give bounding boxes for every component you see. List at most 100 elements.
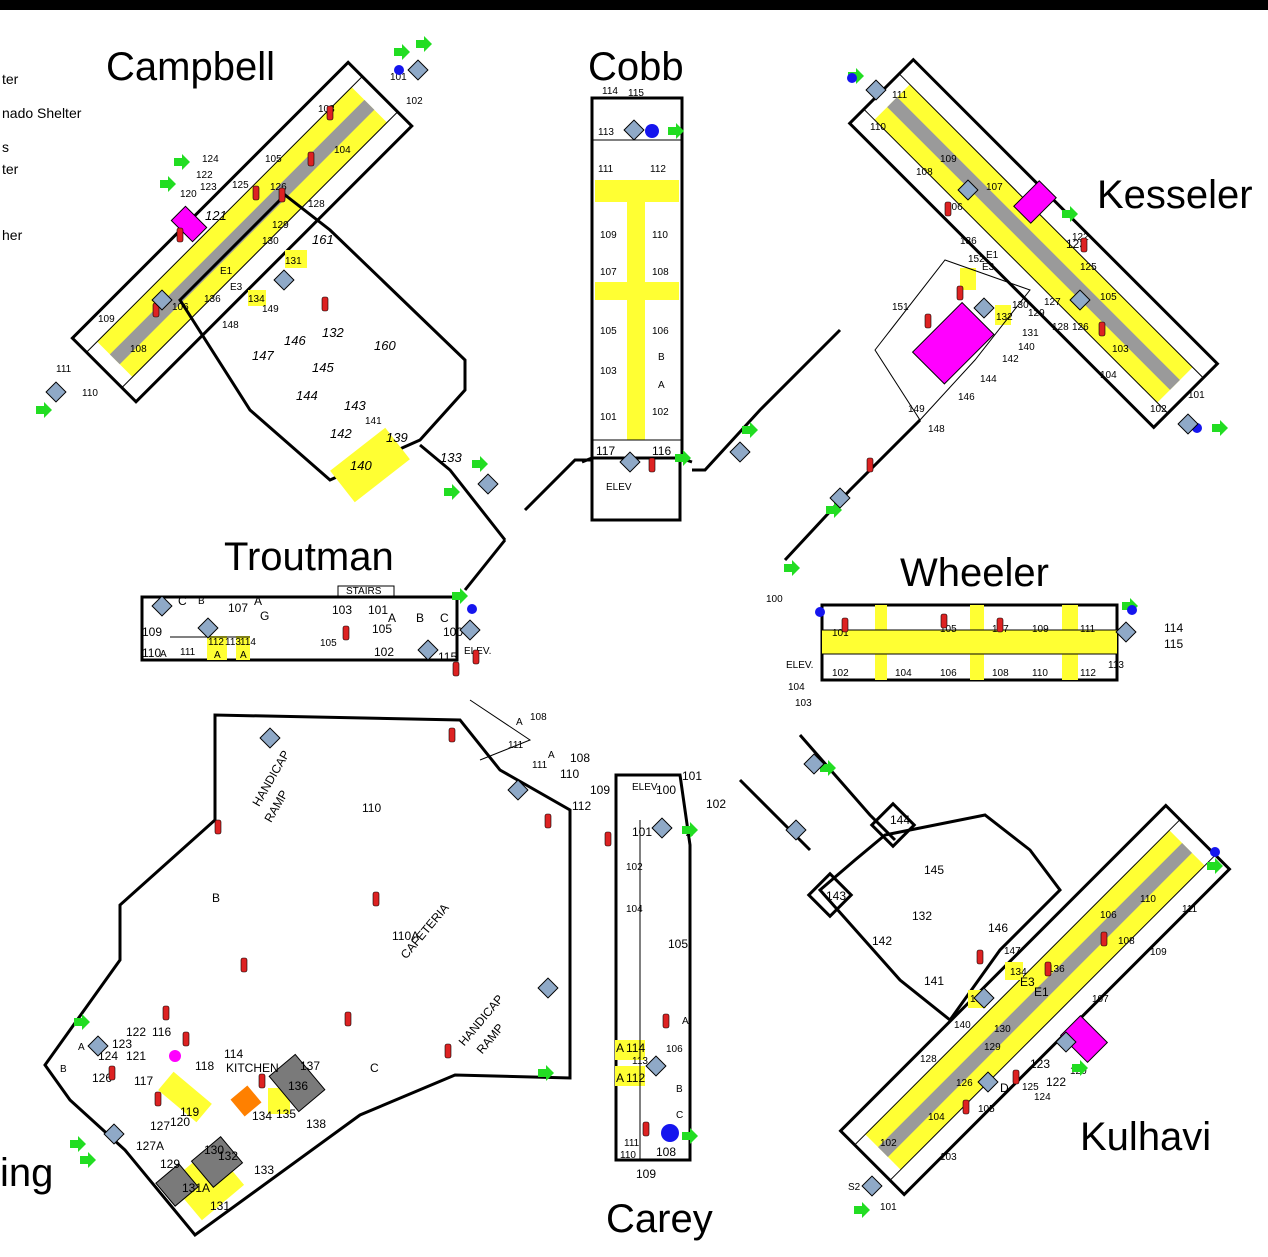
svg-text:A: A	[658, 380, 665, 391]
svg-text:E3: E3	[230, 282, 243, 293]
pull-station-icon	[477, 473, 499, 495]
svg-text:E3: E3	[982, 262, 995, 273]
svg-text:111: 111	[508, 740, 524, 751]
svg-text:118: 118	[195, 1059, 214, 1073]
svg-text:C: C	[370, 1061, 379, 1075]
legend-item-4: ter	[2, 161, 19, 177]
svg-text:147: 147	[1004, 946, 1021, 957]
fire-extinguisher-icon	[214, 819, 222, 835]
svg-text:E3: E3	[1020, 975, 1035, 989]
exit-arrow-icon	[682, 1128, 698, 1144]
svg-text:129: 129	[984, 1042, 1001, 1053]
svg-text:123: 123	[200, 182, 217, 193]
svg-text:105: 105	[668, 937, 688, 951]
pull-station-icon	[87, 1035, 109, 1057]
svg-text:112: 112	[572, 799, 591, 813]
svg-text:131: 131	[285, 256, 302, 267]
fire-extinguisher-icon	[866, 457, 874, 473]
svg-text:100: 100	[656, 783, 676, 797]
svg-text:102: 102	[374, 645, 394, 659]
pull-station-icon	[1115, 621, 1137, 643]
svg-text:C: C	[440, 611, 449, 625]
troutman-building: STAIRS C B 107 A G 103 101 105 A B C 100…	[140, 585, 491, 664]
svg-text:117: 117	[134, 1074, 153, 1088]
svg-text:100: 100	[766, 594, 783, 605]
exit-arrow-icon	[682, 822, 698, 838]
fire-extinguisher-icon	[648, 457, 656, 473]
svg-text:112: 112	[626, 1071, 645, 1085]
pull-station-icon	[273, 269, 295, 291]
svg-text:109: 109	[590, 783, 610, 797]
svg-text:101: 101	[632, 825, 652, 839]
exit-arrow-icon	[538, 1065, 554, 1081]
svg-text:110: 110	[560, 767, 579, 781]
svg-text:101: 101	[1188, 390, 1205, 401]
svg-text:B: B	[676, 1084, 683, 1095]
fire-extinguisher-icon	[342, 625, 350, 641]
pull-station-icon	[785, 819, 807, 841]
legend-item-1: ter	[2, 71, 19, 87]
svg-text:105: 105	[320, 638, 337, 649]
svg-text:114: 114	[602, 86, 618, 97]
exit-arrow-icon	[742, 422, 758, 438]
svg-text:129: 129	[272, 220, 289, 231]
svg-text:141: 141	[924, 974, 944, 988]
svg-text:101: 101	[832, 628, 849, 639]
svg-text:104: 104	[1100, 370, 1117, 381]
svg-text:145: 145	[924, 863, 944, 877]
svg-text:113: 113	[632, 1056, 648, 1067]
legend-item-5: her	[2, 227, 23, 243]
svg-text:111: 111	[56, 364, 72, 375]
svg-text:103: 103	[1112, 344, 1129, 355]
campbell-building: 161 160 132 147 146 145 144 143 142 141 …	[56, 60, 467, 503]
svg-text:111: 111	[892, 90, 908, 101]
svg-text:140: 140	[954, 1020, 971, 1031]
fire-extinguisher-icon	[996, 617, 1004, 633]
svg-text:149: 149	[908, 404, 925, 415]
svg-text:110: 110	[362, 801, 381, 815]
svg-text:111: 111	[598, 164, 614, 175]
svg-text:B: B	[658, 352, 665, 363]
exit-arrow-icon	[784, 560, 800, 576]
svg-text:131: 131	[1022, 328, 1039, 339]
fire-extinguisher-icon	[924, 313, 932, 329]
pull-station-icon	[407, 59, 429, 81]
svg-text:115: 115	[1164, 637, 1183, 651]
svg-text:106: 106	[1100, 910, 1117, 921]
dining-building: HANDICAP RAMP 110 B 110A CAFETERIA HANDI…	[43, 699, 726, 1238]
svg-text:STAIRS: STAIRS	[346, 586, 382, 597]
svg-text:D: D	[1000, 1081, 1009, 1095]
pull-station-icon	[957, 179, 979, 201]
svg-text:113: 113	[598, 127, 614, 138]
legend-item-2: nado Shelter	[2, 105, 82, 121]
exit-arrow-icon	[675, 450, 691, 466]
pull-station-icon	[829, 487, 851, 509]
pull-station-icon	[645, 1055, 667, 1077]
svg-text:107: 107	[228, 601, 248, 615]
svg-text:125: 125	[1022, 1082, 1039, 1093]
svg-text:110: 110	[1140, 894, 1156, 905]
svg-text:ELEV: ELEV	[606, 482, 632, 493]
svg-text:A: A	[616, 1071, 624, 1085]
svg-text:143: 143	[344, 398, 366, 413]
svg-text:106: 106	[940, 668, 957, 679]
pull-station-icon	[973, 987, 995, 1009]
svg-text:101: 101	[390, 72, 407, 83]
building-name-kulhavi: Kulhavi	[1080, 1115, 1211, 1159]
svg-text:146: 146	[284, 333, 306, 348]
svg-text:101: 101	[880, 1202, 897, 1213]
svg-text:111: 111	[180, 647, 196, 658]
legend-item-3: s	[2, 139, 9, 155]
svg-text:148: 148	[222, 320, 239, 331]
svg-text:104: 104	[928, 1112, 945, 1123]
svg-text:116: 116	[652, 444, 671, 458]
fire-extinguisher-icon	[1100, 931, 1108, 947]
meeting-point-icon	[645, 124, 659, 138]
svg-text:128: 128	[920, 1054, 937, 1065]
svg-text:102: 102	[406, 96, 423, 107]
svg-text:106: 106	[652, 326, 669, 337]
svg-text:C: C	[676, 1110, 683, 1121]
svg-text:G: G	[260, 609, 269, 623]
svg-text:106: 106	[946, 202, 963, 213]
meeting-point-icon	[815, 607, 825, 617]
